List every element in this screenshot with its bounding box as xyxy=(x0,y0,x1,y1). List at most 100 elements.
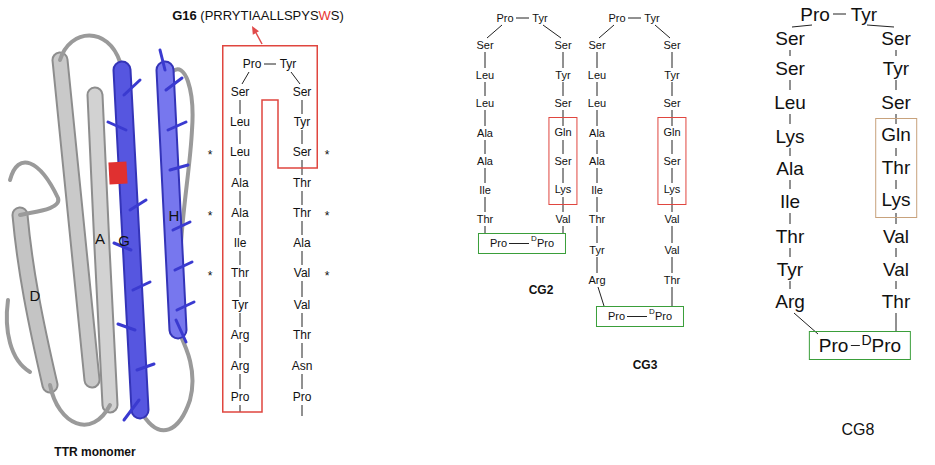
residue-label: Ser xyxy=(554,40,571,51)
highlight-box: GlnSerLys xyxy=(548,117,577,205)
bond-line xyxy=(672,168,673,183)
sequence-part: S) xyxy=(331,8,344,23)
residue-label: Thr xyxy=(293,177,311,189)
bond-line xyxy=(628,18,641,19)
bond-line xyxy=(485,197,486,212)
residue-label: Leu xyxy=(476,70,494,81)
residue-label: Thr xyxy=(231,267,249,279)
asterisk-mark: * xyxy=(325,149,330,161)
residue-label: Lys xyxy=(881,184,911,217)
bond-line xyxy=(792,25,812,27)
asterisk-mark: * xyxy=(208,270,213,282)
peptide-name: CG8 xyxy=(842,422,875,438)
residue-label: Arg xyxy=(588,275,605,286)
residue-label: Thr xyxy=(664,275,681,286)
bond-line xyxy=(240,405,241,412)
dpro-pair: ProDPro xyxy=(490,238,554,249)
highlight-box: GlnSerLys xyxy=(657,117,686,205)
residue-label: Ala xyxy=(231,207,248,219)
residue-label: Val xyxy=(664,214,679,225)
bond-line xyxy=(240,251,241,265)
strand-label: D xyxy=(30,288,41,303)
residue-label: Pro xyxy=(293,391,312,403)
residue-label: Ser xyxy=(476,40,493,51)
frame-outline xyxy=(222,45,318,413)
bond-line xyxy=(790,213,791,224)
residue-label: Tyr xyxy=(280,58,297,70)
sequence-title: G16 (PRRYTIAALLSPYSWS) xyxy=(172,9,344,22)
residue-label: Pro xyxy=(800,5,830,24)
residue-label: Tyr xyxy=(294,116,311,128)
bond-line xyxy=(485,140,486,154)
callout-arrow xyxy=(255,31,262,44)
sequence-part: G16 xyxy=(172,8,197,23)
bond-line xyxy=(896,80,897,90)
highlight-box: GlnThrLys xyxy=(875,118,917,218)
bond-line xyxy=(672,82,673,96)
bond-line xyxy=(240,160,241,175)
bond-dash xyxy=(850,345,859,346)
bond-line xyxy=(867,25,894,27)
residue-label: Leu xyxy=(588,98,606,109)
residue-label: Ser xyxy=(663,98,680,109)
bond-line xyxy=(672,257,673,273)
dpro-pair: ProDPro xyxy=(608,311,672,322)
bond-line xyxy=(597,110,598,126)
bond-line xyxy=(672,287,673,306)
bond-line xyxy=(833,14,846,15)
bond-line xyxy=(597,226,598,243)
bond-line xyxy=(302,343,303,358)
residue-label: Leu xyxy=(230,116,250,128)
residue-label: Ala xyxy=(589,128,605,139)
residue-label: Tyr xyxy=(532,13,547,24)
residue-label: Ser xyxy=(293,86,312,98)
peptide-name: CG2 xyxy=(529,284,554,296)
residue-label: Ser xyxy=(293,146,312,158)
residue-label: Val xyxy=(294,299,310,311)
bond-line xyxy=(240,281,241,297)
bond-line xyxy=(597,140,598,154)
figure-caption: TTR monomer xyxy=(54,446,135,458)
bond-line xyxy=(543,25,561,38)
residue-label: Tyr xyxy=(664,70,679,81)
bond-line xyxy=(672,110,673,126)
dpro-pair: ProDPro xyxy=(819,336,901,355)
residue-label: Pro xyxy=(537,238,554,249)
bond-line xyxy=(485,168,486,183)
residue-label: Gln xyxy=(663,118,680,147)
residue-label: Asn xyxy=(292,360,313,372)
residue-label: Gln xyxy=(881,119,911,152)
bond-line xyxy=(790,114,791,124)
bond-line xyxy=(563,197,564,212)
bond-line xyxy=(597,257,598,273)
residue-label: Tyr xyxy=(232,299,249,311)
sequence-part: (PRRYTIAALLSPYS xyxy=(197,8,319,23)
residue-label: Val xyxy=(555,214,570,225)
bond-line xyxy=(240,191,241,205)
residue-label: Lys xyxy=(776,127,805,146)
residue-label: Ala xyxy=(293,237,310,249)
residue-label: Pro xyxy=(872,336,902,355)
bond-line xyxy=(790,50,791,56)
bond-line xyxy=(790,248,791,257)
bond-line xyxy=(896,248,897,257)
dpro-box: ProDPro xyxy=(596,306,684,327)
residue-label: Ser xyxy=(775,59,805,78)
bond-line xyxy=(485,52,486,68)
residue-label: Tyr xyxy=(589,245,604,256)
bond-line xyxy=(563,140,564,154)
residue-label: Pro xyxy=(496,13,513,24)
residue-label: Ile xyxy=(780,192,800,211)
bond-line xyxy=(485,226,486,233)
residue-label: Ile xyxy=(591,185,603,196)
residue-label: Arg xyxy=(231,329,250,341)
residue-label: Ser xyxy=(588,40,605,51)
residue-label: Val xyxy=(883,227,909,246)
arrow-head xyxy=(252,26,259,35)
bond-line xyxy=(896,313,897,331)
bond-line xyxy=(302,251,303,265)
bond-line xyxy=(790,281,791,289)
strand-label: H xyxy=(169,208,180,223)
residue-label: Ala xyxy=(231,177,248,189)
